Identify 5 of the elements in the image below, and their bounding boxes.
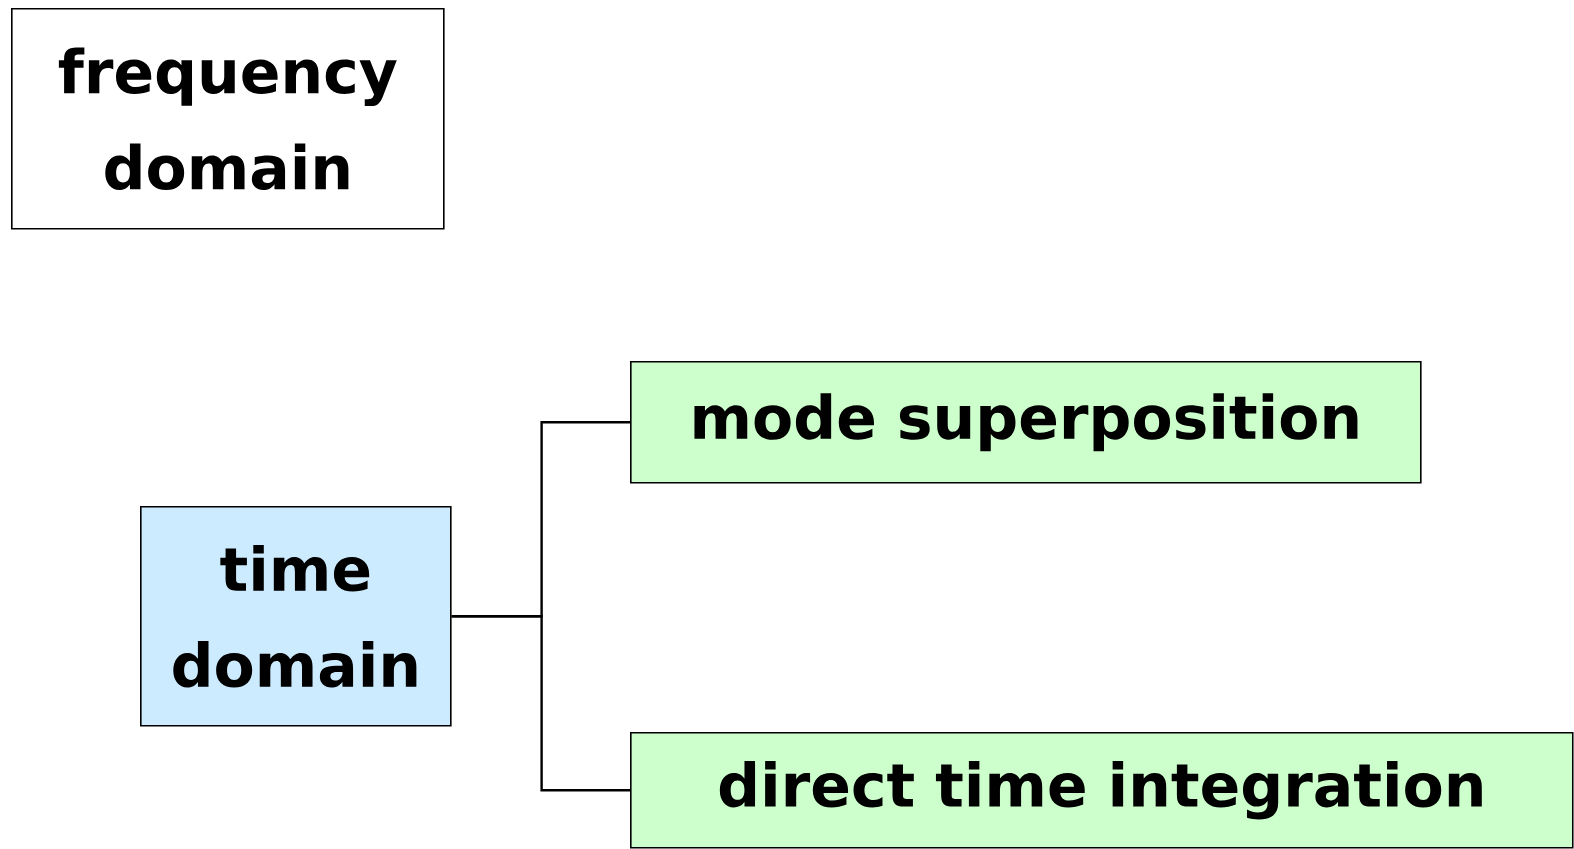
method-box: direct time integration	[630, 732, 1574, 849]
process-box: time domain	[140, 506, 452, 727]
method-box: mode superposition	[630, 361, 1422, 484]
process-box: frequency domain	[11, 8, 445, 230]
connector-line	[451, 615, 630, 792]
